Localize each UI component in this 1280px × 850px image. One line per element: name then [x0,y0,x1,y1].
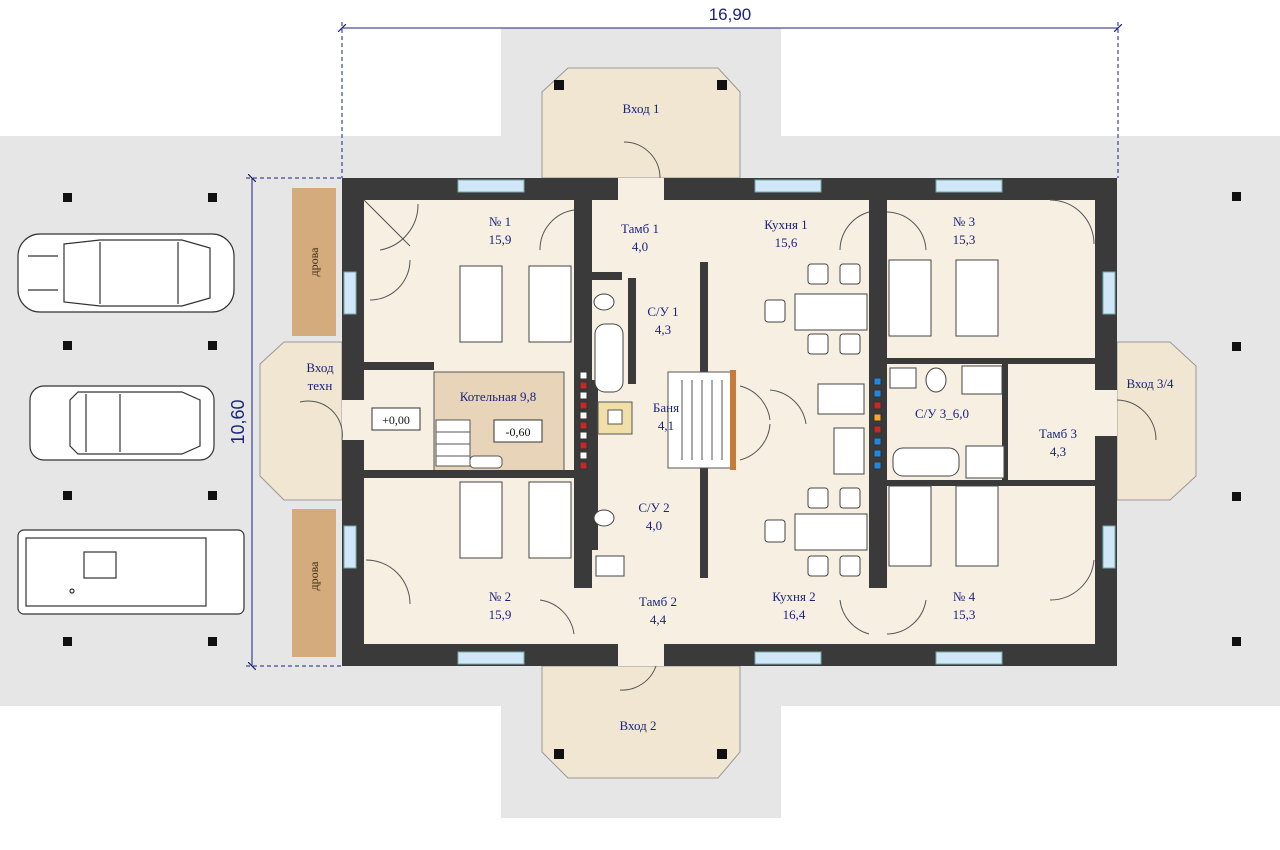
room1-area: 15,9 [489,232,512,247]
firewood-label-top: дрова [307,247,321,277]
firewood-bin-top [292,188,336,336]
room4-name: № 4 [953,589,976,604]
vent-markers-left [579,371,588,470]
car-sedan [17,233,235,313]
kitchen-furniture [764,263,868,577]
banya-stove [597,401,633,435]
kitchen2-area: 16,4 [783,607,806,622]
boiler-stairs [435,419,503,469]
dimension-lines [246,22,1118,666]
kitchen2-name: Кухня 2 [772,589,815,604]
room3-name: № 3 [953,214,975,229]
banya-name: Баня [653,400,679,415]
room2-area: 15,9 [489,607,512,622]
kitchen1-area: 15,6 [775,235,798,250]
bath-fixtures [593,293,1005,577]
boiler-level-box [493,419,543,443]
stair-rail [730,370,736,470]
banya-area: 4,1 [658,418,674,433]
room1-name: № 1 [489,214,511,229]
tamb1-area: 4,0 [632,239,648,254]
entrance-tech-line1: Вход [306,360,334,375]
entrance-34-label: Вход 3/4 [1126,376,1174,391]
firewood-label-bottom: дрова [307,561,321,591]
porch-entrance-1 [541,67,741,179]
car-van [17,529,245,615]
boiler-name: Котельная 9,8 [460,389,536,404]
height-dimension: 10,60 [228,399,248,444]
tamb3-area: 4,3 [1050,444,1066,459]
door-swings [299,141,1157,691]
entrance-tech-line2: техн [308,378,333,393]
porch-entrance-34 [1116,341,1197,501]
beds [459,259,999,567]
tamb2-area: 4,4 [650,612,667,627]
su2-name: С/У 2 [638,500,669,515]
entrance-2-label: Вход 2 [620,718,657,733]
tamb1-name: Тамб 1 [621,221,659,236]
car-suv [29,385,215,461]
windows [343,179,1116,665]
tamb2-name: Тамб 2 [639,594,677,609]
firewood-bin-bottom [292,509,336,657]
entrance-1-label: Вход 1 [623,101,660,116]
ground-level-mark: +0,00 [382,413,410,427]
carport-posts [63,192,1241,646]
boiler-level-mark: -0,60 [506,425,531,439]
su1-name: С/У 1 [647,304,678,319]
ground-level-box [371,407,421,431]
su2-area: 4,0 [646,518,662,533]
porch-posts [554,80,727,759]
su1-area: 4,3 [655,322,671,337]
room3-area: 15,3 [953,232,976,247]
room4-area: 15,3 [953,607,976,622]
su34-name: С/У 3_6,0 [915,406,969,421]
central-stairs [667,371,735,469]
width-dimension: 16,90 [709,5,752,24]
tamb3-name: Тамб 3 [1039,426,1077,441]
door-gaps [342,178,1117,666]
kitchen1-name: Кухня 1 [764,217,807,232]
room2-name: № 2 [489,589,511,604]
vent-markers-right [873,377,882,470]
